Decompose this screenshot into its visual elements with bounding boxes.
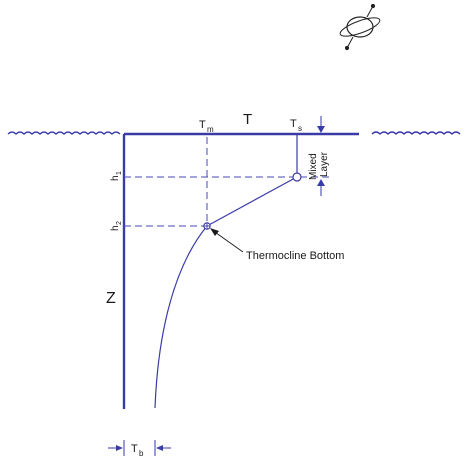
depth-axis-label: Z [106, 290, 116, 307]
tm-label: T m [199, 119, 214, 134]
svg-text:b: b [139, 449, 144, 458]
deep-profile-curve [154, 225, 208, 409]
thermocline-bottom-label: Thermocline Bottom [246, 250, 344, 262]
bottom-temp-dimension [108, 440, 171, 456]
temperature-axis-label: T [243, 111, 252, 128]
h2-label: h 2 [110, 221, 123, 231]
mixed-layer-dimension [317, 116, 325, 196]
svg-text:Layer: Layer [319, 151, 330, 177]
ts-label: T s [290, 118, 302, 133]
tb-label: T b [131, 443, 144, 458]
thermocline-line [206, 177, 296, 227]
svg-text:T: T [131, 443, 138, 455]
thermocline-pointer-arrow [210, 228, 244, 253]
mixed-layer-bottom-marker [292, 172, 302, 182]
svg-text:Mixed: Mixed [308, 153, 319, 180]
svg-text:h: h [110, 175, 121, 181]
mixed-layer-label: Mixed Layer [308, 151, 330, 180]
thermocline-bottom-marker [203, 222, 211, 230]
svg-text:T: T [199, 119, 206, 131]
svg-text:s: s [298, 124, 302, 133]
svg-text:T: T [290, 118, 297, 130]
satellite-icon [339, 3, 381, 51]
svg-text:m: m [207, 125, 214, 134]
svg-text:2: 2 [116, 221, 123, 225]
h1-label: h 1 [110, 171, 123, 181]
svg-text:h: h [110, 225, 121, 231]
water-surface-left [7, 131, 121, 135]
water-surface-right [371, 131, 461, 135]
svg-text:1: 1 [116, 171, 123, 175]
